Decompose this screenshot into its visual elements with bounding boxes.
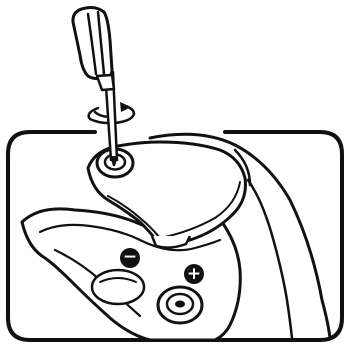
negative-terminal-marker: − [120,247,140,268]
screwdriver-icon [73,8,118,167]
positive-symbol: + [187,264,201,284]
negative-symbol: − [123,247,137,267]
positive-terminal-marker: + [184,264,204,284]
